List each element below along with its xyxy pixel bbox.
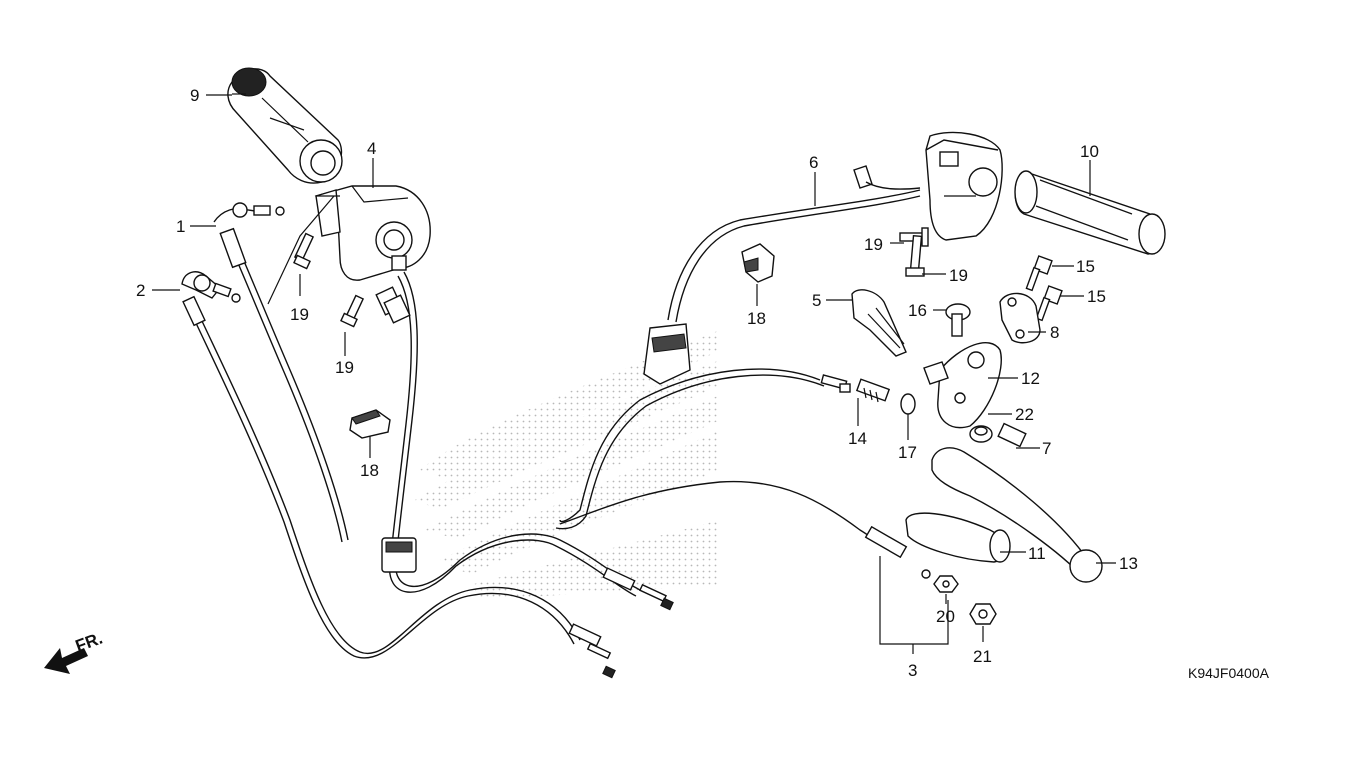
clutch-cable-part [555,368,931,579]
clutch-lever-part [931,447,1103,583]
left-cable-clamp-part [349,409,391,439]
callout-18: 18 [747,309,766,328]
left-switch-harness [375,271,641,597]
callout-3: 3 [908,661,917,680]
lock-nut-part [900,393,916,415]
callout-11: 11 [1028,544,1046,563]
lever-perch-cover-part [851,289,907,357]
callout-17: 17 [898,443,917,462]
lever-grip-cover-part [905,512,1011,563]
right-grip-part [1014,170,1166,255]
left-screws-part [293,232,365,328]
callout-15: 15 [1087,287,1106,306]
callout-15: 15 [1076,257,1095,276]
holder-bolts-part [1025,255,1063,322]
callout-19: 19 [864,235,883,254]
callout-13: 13 [1119,554,1138,573]
watermark-wing-logo [415,330,720,600]
return-cable-part [181,271,581,659]
callout-4: 4 [367,139,376,158]
callout-7: 7 [1042,439,1051,458]
callout-18: 18 [360,461,379,480]
leader-lines [152,93,1116,654]
callout-5: 5 [812,291,821,310]
callout-1: 1 [176,217,185,236]
callout-16: 16 [908,301,927,320]
callout-22: 22 [1015,405,1034,424]
callout-21: 21 [973,647,992,666]
right-screws-part [899,227,929,277]
clutch-lever-bracket-part [923,342,1002,429]
callout-19: 19 [949,266,968,285]
front-direction-label: FR. [73,629,105,656]
callout-19: 19 [335,358,354,377]
lever-nut-part [969,603,997,625]
front-direction-arrow [44,648,88,674]
cable-nut-part [933,575,959,593]
lever-holder-part [999,292,1041,344]
callout-20: 20 [936,607,955,626]
right-cable-clamp-part [741,243,775,283]
left-grip-part [227,67,343,184]
callout-19: 19 [290,305,309,324]
grommet-part [969,425,993,443]
left-cable-end-fittings [568,567,674,679]
clutch-switch-part [997,422,1027,448]
pivot-bolt-part [945,303,971,337]
callout-2: 2 [136,281,145,300]
throttle-cable-part [213,202,349,543]
callout-12: 12 [1021,369,1040,388]
callout-6: 6 [809,153,818,172]
callout-9: 9 [190,86,199,105]
callout-labels: 9 4 1 2 19 19 18 6 10 19 19 15 15 18 5 1… [136,86,1138,680]
drawing-code: K94JF0400A [1188,665,1270,681]
right-switch-housing-part [643,131,1003,385]
callout-10: 10 [1080,142,1099,161]
callout-14: 14 [848,429,867,448]
cable-adjuster-part [855,378,891,403]
callout-8: 8 [1050,323,1059,342]
left-switch-housing-part [314,185,431,281]
